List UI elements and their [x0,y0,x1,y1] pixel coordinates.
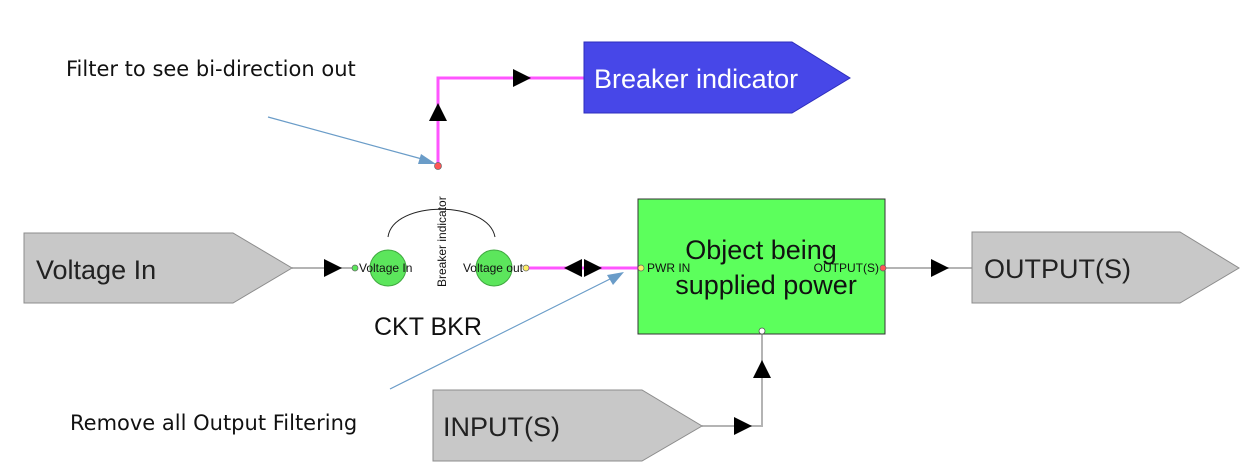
circuit-breaker[interactable]: Voltage In Voltage out Breaker indicator… [351,162,530,342]
output-shape [971,231,1240,304]
callout-arrowhead-top [418,154,436,164]
node-input[interactable]: INPUT(S) [432,389,703,462]
callout-arrowhead-bottom [607,272,624,285]
annotation-bottom: Remove all Output Filtering [70,411,357,435]
object-title-line1: Object being [685,235,837,265]
input-shape [432,389,703,462]
arrow-up-input [753,360,771,378]
ckt-bkr-port-indicator[interactable] [434,162,442,170]
wire-breaker-indicator [436,76,584,165]
ckt-bkr-port-indicator-label: Breaker indicator [435,196,449,287]
arrow-left-bidirectional [564,259,582,277]
callout-arrow-top [267,116,423,160]
arrow-right-indicator [513,69,531,87]
voltage-in-shape [23,232,293,304]
output-label: OUTPUT(S) [984,254,1131,284]
arrow-right-input [734,417,752,435]
annotation-top: Filter to see bi-direction out [66,57,356,81]
input-label: INPUT(S) [443,412,560,442]
node-output[interactable]: OUTPUT(S) [971,231,1240,304]
ckt-bkr-title: CKT BKR [374,313,482,341]
ckt-bkr-port-out[interactable] [522,264,530,272]
callouts [267,116,624,390]
node-breaker-indicator[interactable]: Breaker indicator [583,41,851,114]
object-box [637,198,886,335]
breaker-indicator-shape [583,41,851,114]
voltage-in-label: Voltage In [36,255,156,285]
arrow-right-output [931,259,949,277]
object-port-in[interactable] [637,264,645,272]
ckt-bkr-contact-left [369,249,407,287]
object-port-in-label: PWR IN [647,261,690,275]
arrow-right-voltage-in [324,259,342,277]
object-port-out[interactable] [879,264,887,272]
object-block[interactable]: Object being supplied power PWR IN OUTPU… [637,198,887,335]
arrowheads [324,69,949,435]
ckt-bkr-contact-right [475,249,513,287]
node-voltage-in[interactable]: Voltage In [23,232,293,304]
breaker-indicator-label: Breaker indicator [594,64,798,94]
object-title-line2: supplied power [675,270,857,300]
ckt-bkr-port-in[interactable] [351,264,359,272]
ckt-bkr-arc [387,208,496,238]
object-port-bottom[interactable] [758,327,766,335]
arrow-up-indicator [429,103,447,121]
ckt-bkr-port-in-label: Voltage In [359,261,412,275]
object-port-out-label: OUTPUT(S) [814,261,879,275]
callout-arrow-bottom [389,278,611,390]
ckt-bkr-port-out-label: Voltage out [463,261,524,275]
arrow-right-bidirectional [584,259,602,277]
wire-input [702,334,763,427]
